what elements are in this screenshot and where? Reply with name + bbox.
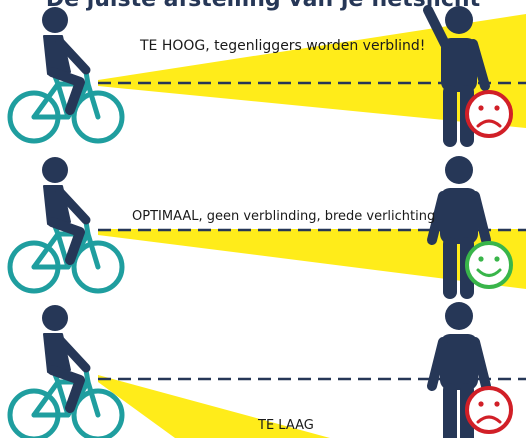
light-beam-low [98, 375, 330, 438]
panel-label: TE HOOG, tegenliggers worden verblind! [139, 38, 425, 54]
rider-figure [42, 305, 91, 413]
panel-label: TE LAAG [257, 418, 314, 433]
diagram-title: De juiste afstelling van je fietslicht [46, 0, 481, 12]
happy-face-icon [465, 241, 513, 289]
cyclist [7, 157, 125, 294]
panel-optimal: OPTIMAAL, geen verblinding, brede verlic… [7, 156, 526, 299]
panel-too-low: TE LAAG [7, 302, 526, 438]
pedestrian-figure [427, 156, 491, 299]
bicycle-icon [7, 367, 125, 438]
sad-face-icon [465, 90, 513, 138]
sad-face-icon [465, 386, 513, 434]
light-beam-optimal [98, 229, 526, 289]
light-beam-high [98, 14, 526, 128]
rider-figure [42, 7, 91, 115]
panel-too-high: TE HOOG, tegenliggers worden verblind! [7, 5, 526, 147]
cyclist [7, 305, 125, 438]
rider-figure [42, 157, 91, 265]
panel-label: OPTIMAAL, geen verblinding, brede verlic… [132, 209, 435, 224]
cyclist [7, 7, 125, 144]
